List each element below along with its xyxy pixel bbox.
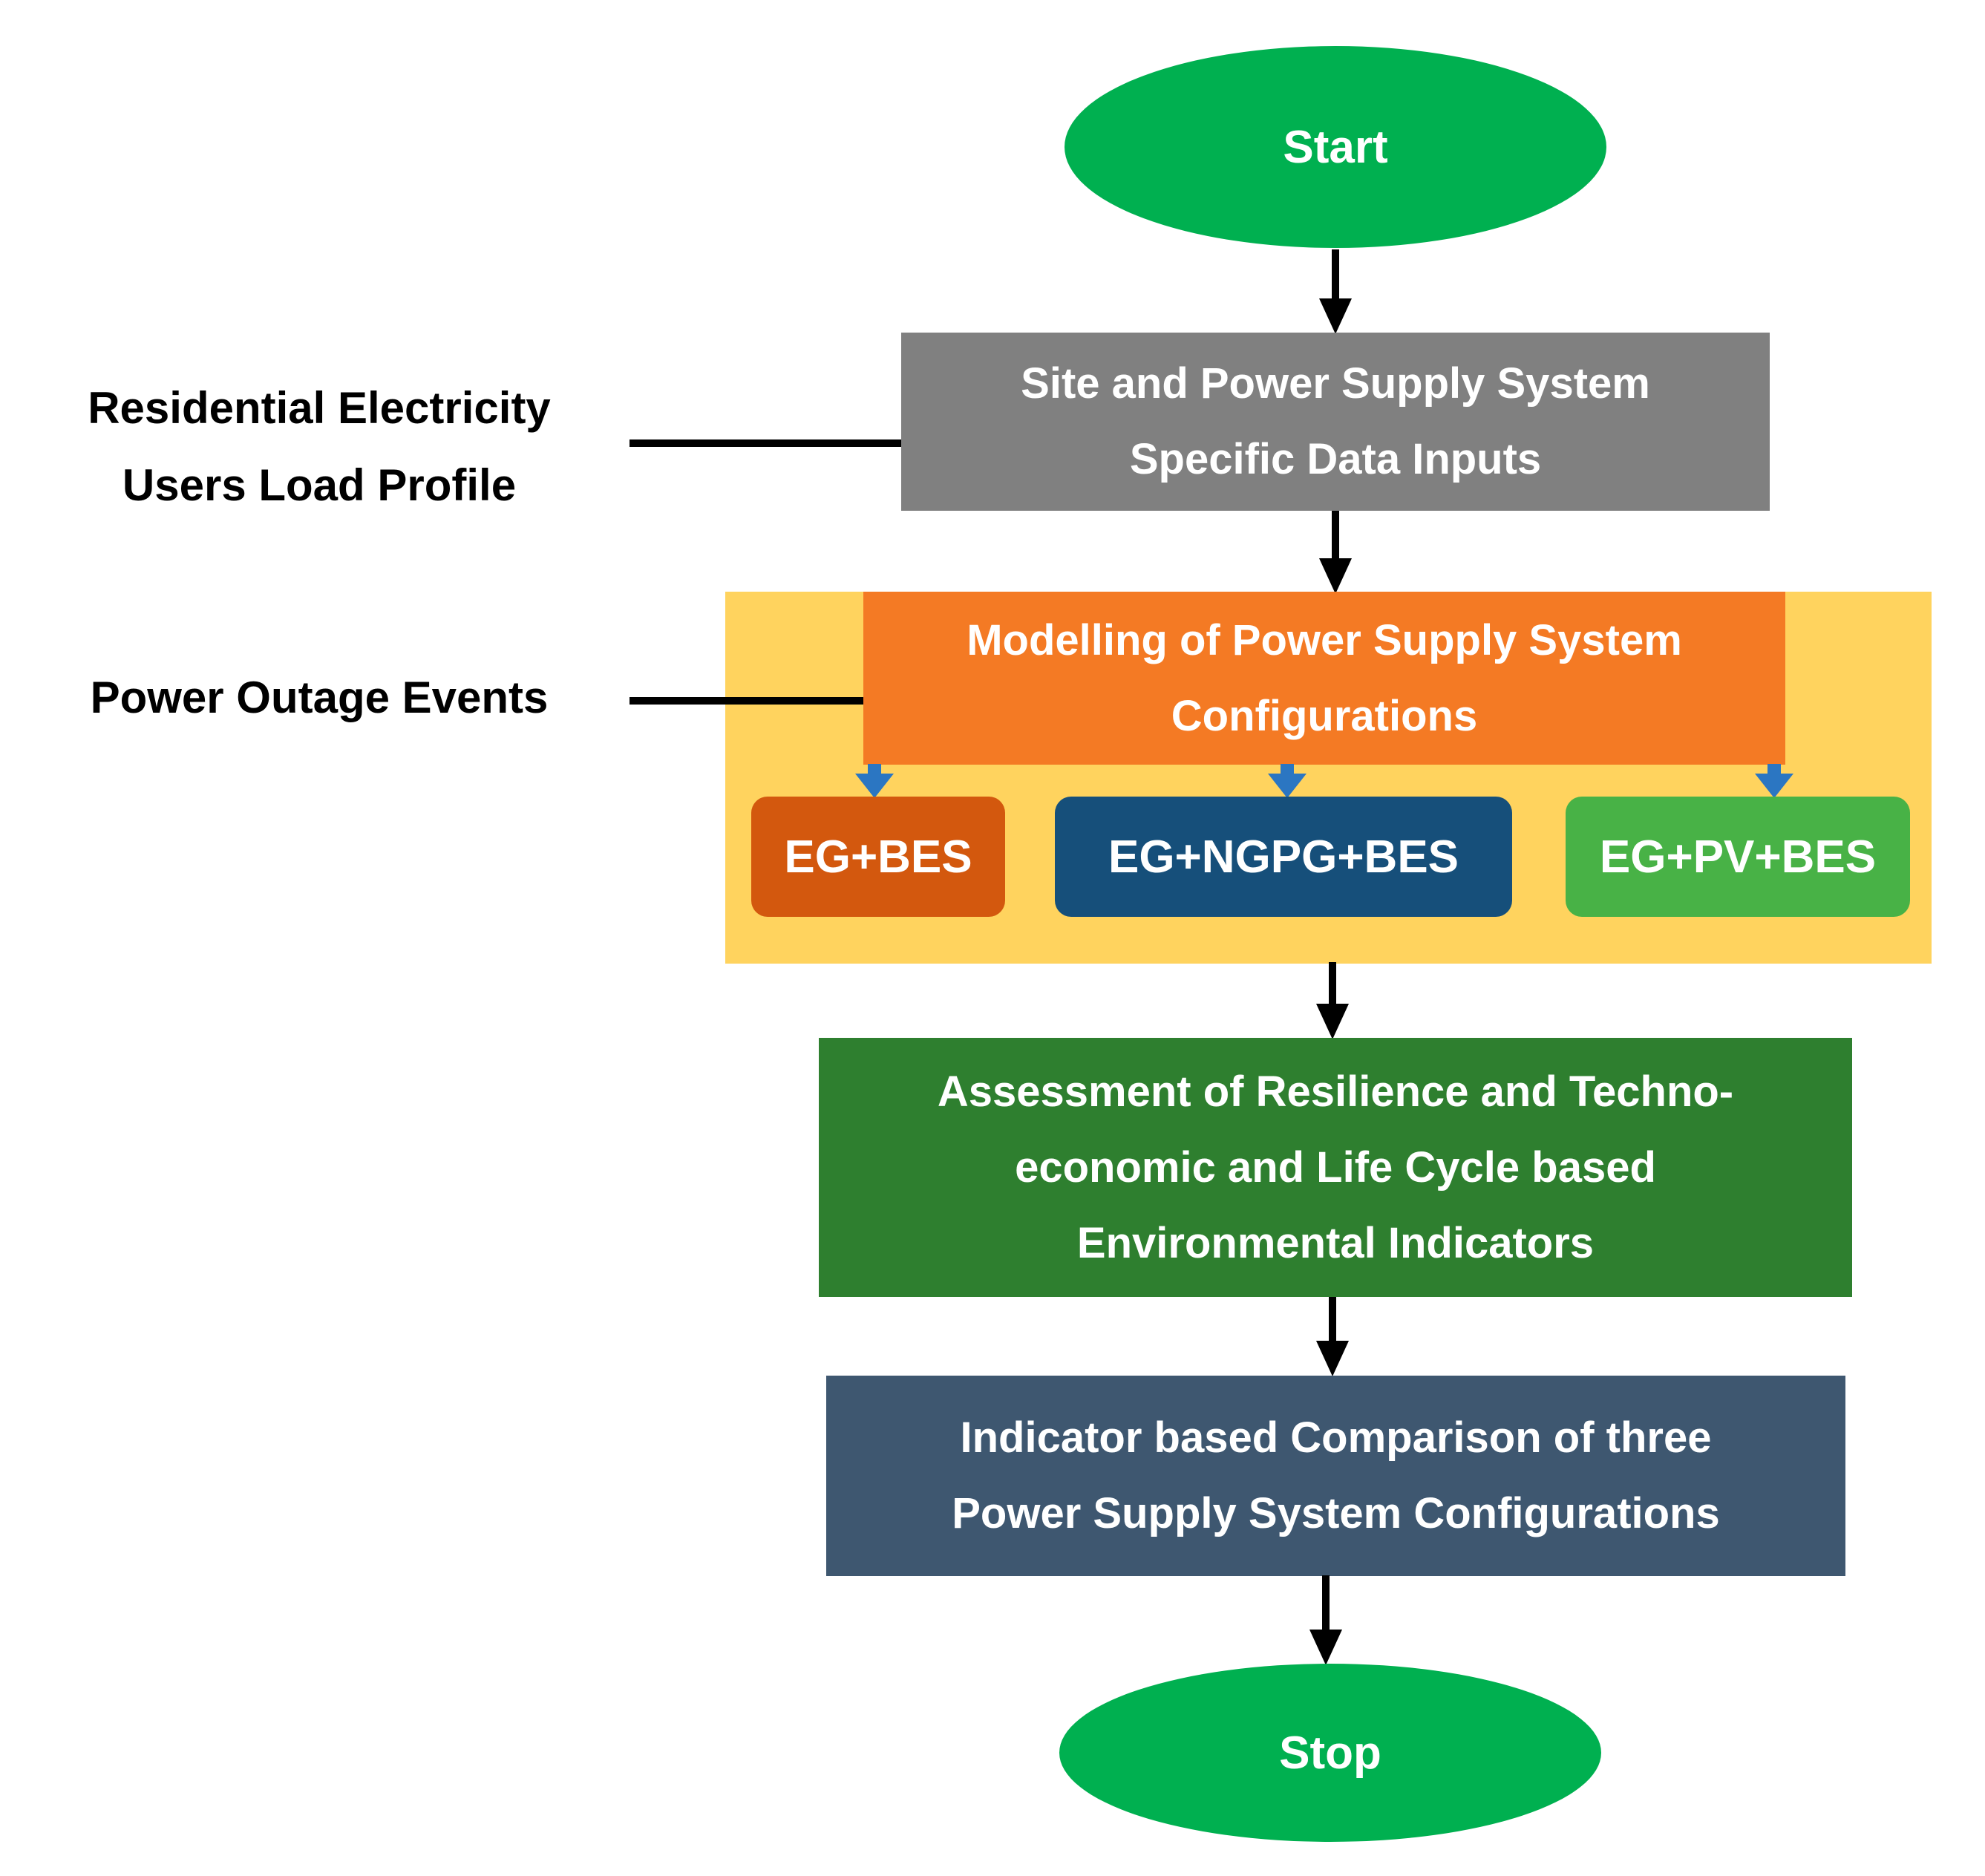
branch-arrow-eg-pv-bes-icon	[1755, 764, 1793, 798]
assessment-line-3: Environmental Indicators	[1076, 1218, 1595, 1267]
config-chip-eg-pv-bes: EG+PV+BES	[1566, 797, 1910, 917]
config-label-eg-ngpg-bes: EG+NGPG+BES	[1108, 831, 1459, 883]
comparison-line-1: Indicator based Comparison of three	[960, 1413, 1712, 1462]
assessment-box: Assessment of Resilience and Techno- eco…	[819, 1038, 1852, 1297]
down-arrow-comparison-to-stop-icon	[1309, 1575, 1342, 1665]
outage-label: Power Outage Events	[22, 659, 616, 736]
assessment-line-1: Assessment of Resilience and Techno-	[937, 1067, 1734, 1116]
comparison-box: Indicator based Comparison of three Powe…	[826, 1376, 1845, 1576]
modelling-line-2: Configurations	[1171, 691, 1478, 740]
stop-terminal: Stop	[1059, 1664, 1601, 1842]
load-profile-label: Residential Electricity Users Load Profi…	[22, 370, 616, 524]
config-label-eg-bes: EG+BES	[784, 831, 972, 883]
branch-arrow-eg-bes-icon	[855, 764, 894, 798]
load-profile-line-1: Residential Electricity	[88, 383, 551, 433]
down-arrow-modelling-to-assessment-icon	[1316, 962, 1349, 1039]
comparison-line-2: Power Supply System Configurations	[952, 1489, 1720, 1537]
config-label-eg-pv-bes: EG+PV+BES	[1599, 831, 1877, 883]
modelling-box: Modelling of Power Supply System Configu…	[863, 592, 1785, 765]
config-chip-eg-bes: EG+BES	[751, 797, 1005, 917]
config-chip-eg-ngpg-bes: EG+NGPG+BES	[1055, 797, 1512, 917]
down-arrow-start-to-inputs-icon	[1319, 249, 1352, 334]
down-arrow-inputs-to-modelling-icon	[1319, 511, 1352, 594]
outage-line-1: Power Outage Events	[90, 673, 549, 722]
stop-label: Stop	[1279, 1727, 1381, 1779]
inputs-line-2: Specific Data Inputs	[1129, 435, 1542, 483]
branch-arrow-eg-ngpg-bes-icon	[1268, 764, 1307, 798]
start-label: Start	[1283, 121, 1388, 173]
modelling-line-1: Modelling of Power Supply System	[967, 615, 1682, 664]
down-arrow-assessment-to-comparison-icon	[1316, 1297, 1349, 1376]
inputs-line-1: Site and Power Supply System	[1021, 359, 1650, 408]
right-arrow-load-profile-icon	[629, 427, 944, 460]
assessment-line-2: economic and Life Cycle based	[1015, 1143, 1656, 1192]
load-profile-line-2: Users Load Profile	[122, 460, 517, 510]
inputs-box: Site and Power Supply System Specific Da…	[901, 333, 1770, 511]
start-terminal: Start	[1065, 46, 1606, 248]
